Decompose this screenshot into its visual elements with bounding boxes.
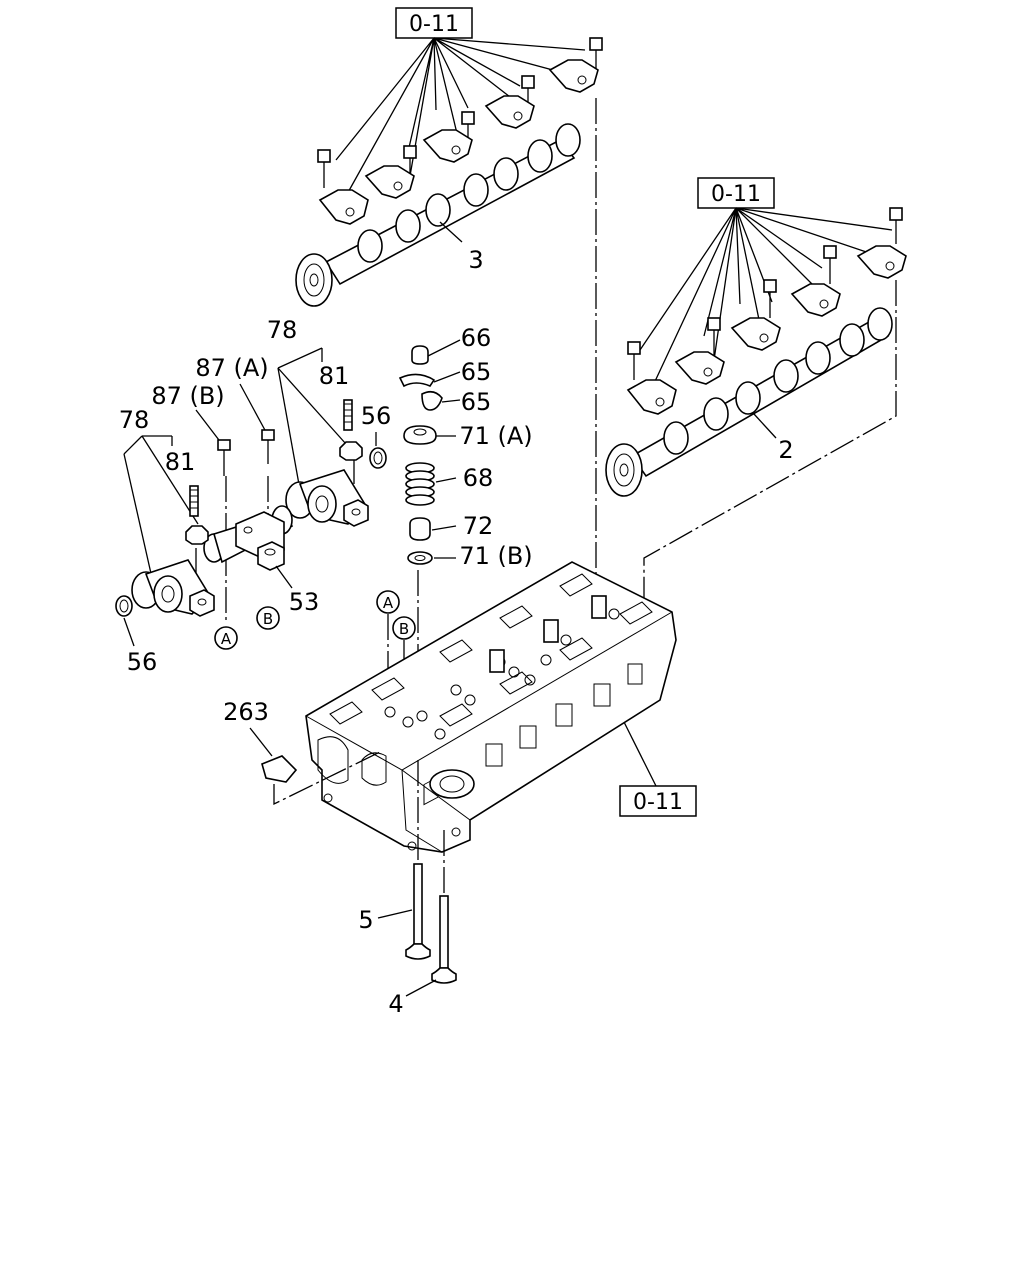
- callout-66[interactable]: 66: [461, 324, 492, 352]
- ref-box-top: [395, 7, 473, 39]
- valve-cap-icon: [411, 345, 429, 365]
- ref-label-right[interactable]: 0-11: [711, 182, 761, 207]
- head-front-boss: [429, 769, 475, 799]
- nut-icon: [339, 441, 363, 461]
- rocker-shaft-bracket-icon: [203, 505, 294, 571]
- bolt-icon: [261, 429, 275, 441]
- marker-b-2: [392, 616, 416, 640]
- nut-icon: [185, 525, 209, 545]
- callout-3[interactable]: 3: [468, 246, 483, 274]
- rocker-bracket-right-icon: [285, 469, 369, 527]
- camshaft-2-group: 0-11 2: [605, 177, 907, 497]
- valves-group: 5 4: [358, 760, 457, 1018]
- valve-components: 66 65 65 71 (A) 68 72 71 (B): [398, 324, 533, 570]
- callout-81a[interactable]: 81: [319, 362, 350, 390]
- rocker-assembly: 78 81 87 (A) 87 (B) 56: [115, 316, 392, 676]
- marker-a-1: [214, 626, 238, 650]
- marker-a-1-label: A: [221, 630, 232, 648]
- cylinder-head: [305, 561, 677, 853]
- callout-56b[interactable]: 56: [127, 648, 158, 676]
- valve-spring-icon: [405, 462, 435, 506]
- o-ring-icon: [369, 447, 387, 469]
- bearing-cap-icon: [318, 59, 599, 225]
- stud-icon: [343, 399, 353, 431]
- stud-icon: [189, 485, 199, 517]
- valve-seal-icon: [409, 517, 431, 541]
- marker-a-2: [376, 590, 400, 614]
- bearing-cap-icon: [626, 245, 907, 415]
- callout-81b[interactable]: 81: [165, 448, 196, 476]
- callout-65a[interactable]: 65: [461, 358, 492, 386]
- valve-5-icon: [405, 863, 431, 960]
- callout-5[interactable]: 5: [358, 906, 373, 934]
- bolt-icon: [317, 37, 603, 188]
- marker-b-1-label: B: [263, 610, 273, 628]
- leaders-right: [639, 207, 897, 393]
- callout-78b[interactable]: 78: [119, 406, 150, 434]
- callout-72[interactable]: 72: [463, 512, 494, 540]
- ref-label-top[interactable]: 0-11: [409, 12, 459, 37]
- washer-icon: [407, 551, 433, 565]
- camshaft-3: [295, 123, 581, 307]
- head-posts: [489, 595, 607, 673]
- plug-icon: [261, 755, 298, 783]
- callout-53[interactable]: 53: [289, 588, 320, 616]
- o-ring-icon: [115, 595, 133, 617]
- ref-box-head: [619, 785, 697, 817]
- camshaft-2: [605, 307, 893, 497]
- rocker-bracket-left-icon: [131, 559, 215, 617]
- callout-87a[interactable]: 87 (A): [195, 354, 268, 382]
- plug-263-group: 263: [223, 698, 381, 806]
- camshaft-3-group: 0-11: [295, 7, 603, 307]
- marker-b-2-label: B: [399, 620, 409, 638]
- callout-65b[interactable]: 65: [461, 388, 492, 416]
- collet-icon: [421, 390, 443, 411]
- callout-263[interactable]: 263: [223, 698, 269, 726]
- callout-71a[interactable]: 71 (A): [459, 422, 532, 450]
- marker-a-2-label: A: [383, 594, 394, 612]
- ref-label-head[interactable]: 0-11: [633, 790, 683, 815]
- head-cam-journals: [329, 573, 653, 727]
- callout-87b[interactable]: 87 (B): [151, 382, 224, 410]
- leaders-top: [335, 37, 591, 197]
- callout-4[interactable]: 4: [388, 990, 403, 1018]
- marker-b-1: [256, 606, 280, 630]
- marker-circles: A B A B: [214, 590, 416, 650]
- callout-71b[interactable]: 71 (B): [459, 542, 532, 570]
- callout-2[interactable]: 2: [778, 436, 793, 464]
- callout-56a[interactable]: 56: [361, 402, 392, 430]
- valve-4-icon: [431, 895, 457, 984]
- bolt-icon: [627, 207, 903, 380]
- bolt-icon: [217, 439, 231, 451]
- ref-box-right: [697, 177, 775, 209]
- collet-icon: [398, 373, 436, 388]
- callout-68[interactable]: 68: [463, 464, 494, 492]
- callout-78a[interactable]: 78: [267, 316, 298, 344]
